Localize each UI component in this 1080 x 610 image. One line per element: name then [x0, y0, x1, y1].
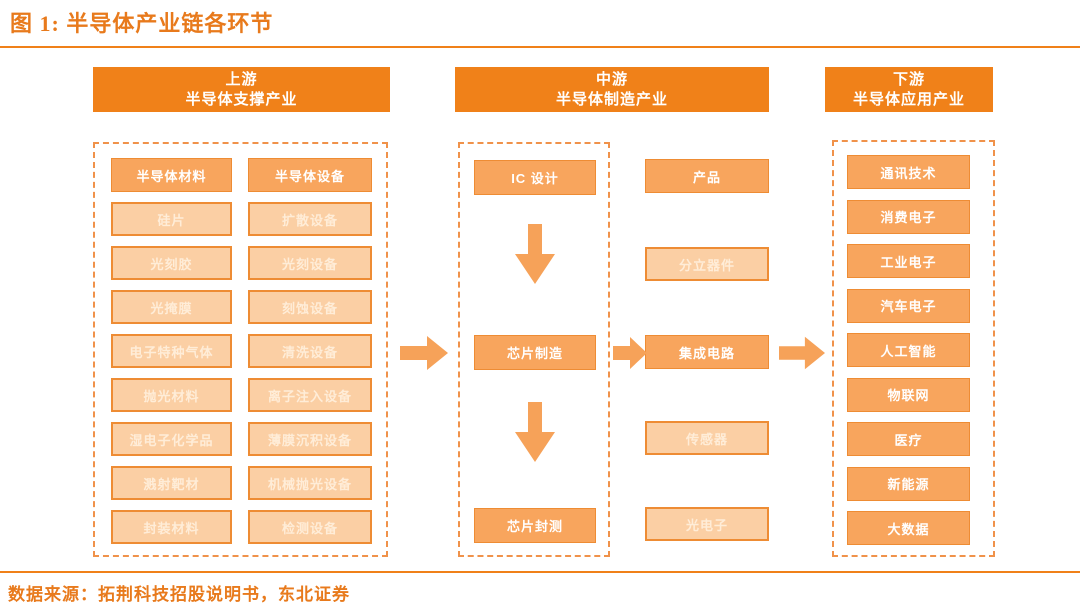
chain-node: 消费电子: [847, 199, 970, 234]
flow-arrow-right-icon: [400, 334, 448, 372]
upstream-header-line1: 上游: [225, 70, 258, 88]
chain-node: 医疗: [847, 422, 970, 456]
chain-node: 工业电子: [847, 244, 970, 278]
midstream-dashed-container: [458, 142, 610, 557]
footer-divider-line: [0, 571, 1080, 573]
chain-node: 汽车电子: [847, 288, 970, 323]
chain-node: 湿电子化学品: [111, 422, 232, 456]
midstream-header-line2: 半导体制造产业: [555, 90, 668, 108]
upstream-header-line2: 半导体支撑产业: [185, 90, 298, 108]
downstream-header-line2: 半导体应用产业: [852, 90, 965, 108]
downstream-header: 下游 半导体应用产业: [825, 67, 993, 112]
chain-node: 薄膜沉积设备: [248, 422, 372, 456]
chain-node: IC 设计: [474, 160, 596, 195]
chain-node: 光刻胶: [111, 246, 232, 280]
chain-node: 芯片制造: [474, 335, 596, 370]
chain-node: 机械抛光设备: [248, 466, 372, 500]
chain-node: 封装材料: [111, 510, 232, 544]
flow-arrow-right-icon: [779, 334, 825, 372]
chain-node: 抛光材料: [111, 378, 232, 412]
chain-node: 光刻设备: [248, 246, 372, 280]
downstream-list: 通讯技术 消费电子 工业电子 汽车电子 人工智能 物联网 医疗 新能源 大数据: [847, 155, 970, 545]
flow-arrow-down-icon: [515, 402, 555, 464]
downstream-dashed-container: [832, 140, 995, 557]
chain-node: 半导体设备: [248, 158, 372, 192]
upstream-dashed-container: [93, 142, 388, 557]
chain-node: 大数据: [847, 511, 970, 545]
chain-node: 分立器件: [645, 247, 769, 281]
chain-node: 通讯技术: [847, 155, 970, 189]
downstream-header-line1: 下游: [892, 70, 925, 88]
chain-node: 光电子: [645, 507, 769, 541]
figure-title: 图 1: 半导体产业链各环节: [10, 11, 274, 36]
midstream-header: 中游 半导体制造产业: [455, 67, 769, 112]
chain-node: 产品: [645, 159, 769, 193]
title-divider-line: [0, 46, 1080, 48]
chain-node: 溅射靶材: [111, 466, 232, 500]
data-source-note: 数据来源：拓荆科技招股说明书，东北证券: [8, 585, 350, 604]
flow-arrow-right-icon: [613, 335, 647, 371]
chain-node: 新能源: [847, 466, 970, 501]
upstream-grid: 半导体材料 半导体设备 硅片 扩散设备 光刻胶 光刻设备 光掩膜 刻蚀设备 电子…: [111, 158, 372, 544]
chain-node: 物联网: [847, 377, 970, 412]
chain-node: 离子注入设备: [248, 378, 372, 412]
chain-node: 传感器: [645, 421, 769, 455]
chain-node: 硅片: [111, 202, 232, 236]
flow-arrow-down-icon: [515, 224, 555, 286]
upstream-header: 上游 半导体支撑产业: [93, 67, 390, 112]
chain-node: 芯片封测: [474, 508, 596, 543]
chain-node: 人工智能: [847, 333, 970, 367]
chain-node: 光掩膜: [111, 290, 232, 324]
chain-node: 半导体材料: [111, 158, 232, 192]
chain-node: 刻蚀设备: [248, 290, 372, 324]
chain-node: 清洗设备: [248, 334, 372, 368]
midstream-header-line1: 中游: [595, 70, 628, 88]
chain-node: 扩散设备: [248, 202, 372, 236]
chain-node: 集成电路: [645, 335, 769, 369]
chain-node: 检测设备: [248, 510, 372, 544]
chain-node: 电子特种气体: [111, 334, 232, 368]
